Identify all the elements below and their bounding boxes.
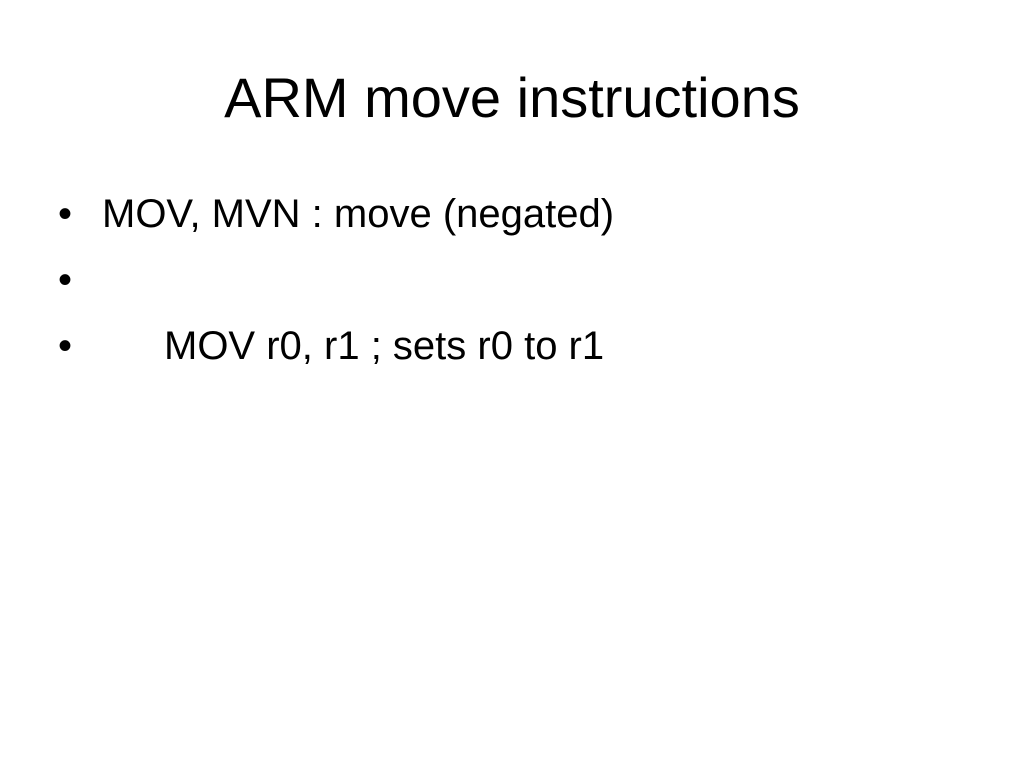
slide-title: ARM move instructions	[224, 66, 800, 129]
bullet-text: MOV, MVN : move (negated)	[102, 192, 615, 236]
bullet-icon: •	[58, 324, 73, 368]
bullet-item: • MOV, MVN : move (negated)	[58, 186, 614, 252]
bullet-item: • MOV r0, r1 ; sets r0 to r1	[58, 318, 604, 384]
bullet-list: • MOV, MVN : move (negated) • • MOV r0, …	[58, 186, 614, 384]
bullet-icon: •	[58, 258, 73, 302]
bullet-icon: •	[58, 192, 73, 236]
bullet-text: MOV r0, r1 ; sets r0 to r1	[164, 324, 605, 368]
bullet-item: •	[58, 252, 125, 318]
